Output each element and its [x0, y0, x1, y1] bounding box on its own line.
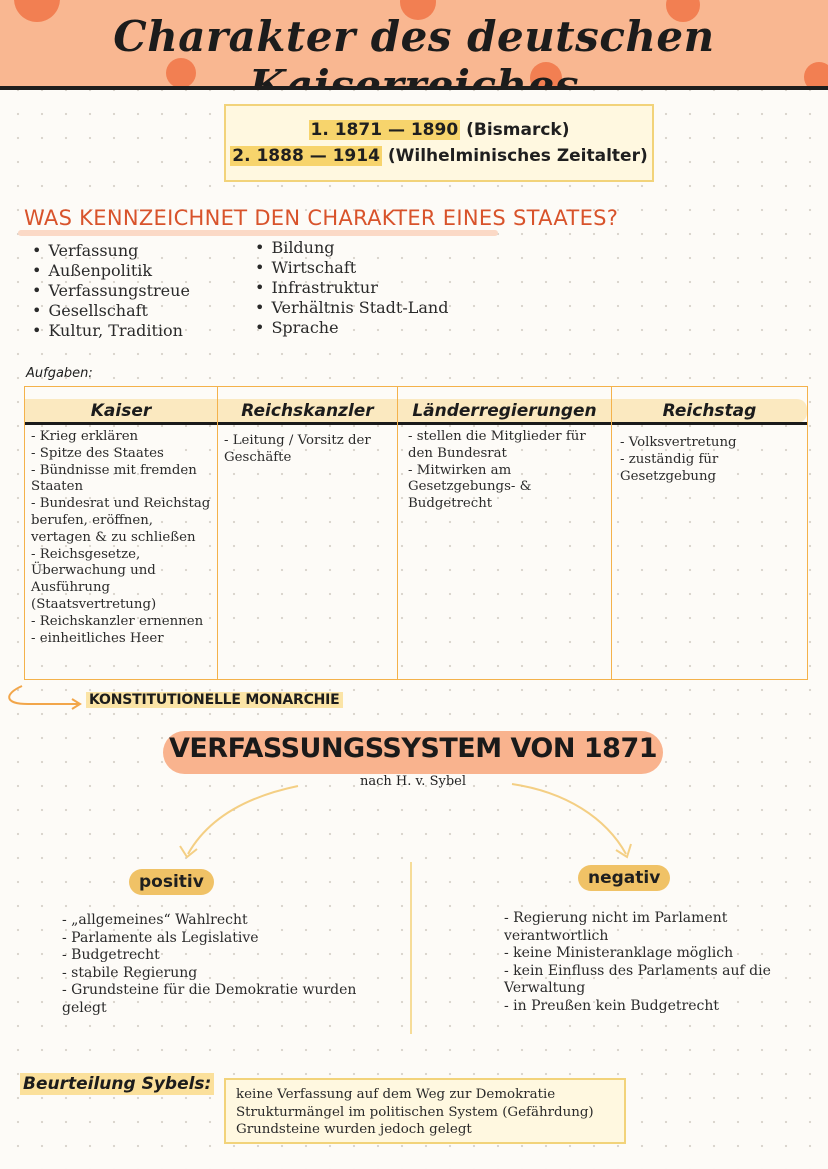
decor-dot [530, 62, 562, 86]
task-item: - Leitung / Vorsitz der Geschäfte [224, 433, 371, 465]
decor-dot [804, 62, 828, 86]
konstitutionelle-monarchie-label: Konstitutionelle Monarchie [86, 692, 343, 708]
header-rule [218, 422, 397, 425]
header-highlight [218, 399, 397, 423]
header-rule [398, 422, 611, 425]
period-2-years: 2. 1888 — 1914 [230, 146, 382, 166]
task-item: - zuständig für Gesetzgebung [620, 451, 719, 484]
column-laenderregierungen: Länderregierungen - stellen die Mitglied… [398, 387, 612, 679]
criterion-item: Verfassungstreue [32, 281, 189, 301]
positiv-item: - Budgetrecht [62, 947, 160, 964]
header-banner: Charakter des deutschen Kaiserreiches [0, 0, 828, 90]
task-item: - Bündnisse mit fremden Staaten [31, 462, 197, 495]
period-2-name: (Wilhelminisches Zeitalter) [387, 146, 648, 166]
task-item: - Bundesrat und Reichstag berufen, eröff… [31, 496, 211, 545]
positiv-item: - stabile Regierung [62, 964, 198, 981]
beurteilung-line: keine Verfassung auf dem Weg zur Demokra… [236, 1087, 556, 1102]
task-item: - Reichsgesetze, Überwachung und Ausführ… [31, 546, 157, 612]
negativ-label: negativ [578, 865, 671, 891]
system-subtitle: nach H. v. Sybel [360, 774, 466, 789]
period-1: 1. 1871 — 1890 (Bismarck) [226, 120, 652, 140]
header-highlight [612, 399, 807, 423]
task-item: - einheitliches Heer [31, 630, 164, 646]
criterion-item: Verhältnis Stadt-Land [255, 298, 448, 318]
column-reichstag: Reichstag - Volksvertretung - zuständig … [612, 387, 807, 679]
positiv-list: - „allgemeines“ Wahlrecht - Parlamente a… [62, 912, 392, 1018]
beurteilung-box: keine Verfassung auf dem Weg zur Demokra… [224, 1078, 626, 1144]
column-items: - Leitung / Vorsitz der Geschäfte [224, 433, 391, 467]
negativ-list: - Regierung nicht im Parlament verantwor… [504, 910, 794, 1016]
criteria-list-right: Bildung Wirtschaft Infrastruktur Verhält… [255, 238, 448, 338]
negativ-item: - in Preußen kein Budgetrecht [504, 997, 719, 1014]
positiv-label: positiv [129, 869, 214, 895]
divider-line [410, 862, 412, 1034]
task-item: - Mitwirken am Gesetzgebungs- & Budgetre… [408, 462, 532, 512]
curved-arrow-icon [8, 685, 82, 710]
positiv-item: - Grundsteine für die Demokratie wurden … [62, 982, 357, 1016]
column-items: - stellen die Mitglieder für den Bundesr… [408, 429, 605, 513]
decor-dot [666, 0, 700, 22]
beurteilung-line: Strukturmängel im politischen System (Ge… [236, 1104, 594, 1120]
tasks-table: Kaiser - Krieg erklären - Spitze des Sta… [24, 386, 808, 680]
header-rule [25, 422, 217, 425]
decor-dot [400, 0, 436, 20]
page-title: Charakter des deutschen Kaiserreiches [113, 12, 715, 90]
beurteilung-line: Grundsteine wurden jedoch gelegt [236, 1122, 472, 1137]
branch-arrows-icon [179, 783, 632, 859]
periods-box: 1. 1871 — 1890 (Bismarck) 2. 1888 — 1914… [224, 104, 654, 182]
column-header: Kaiser [90, 401, 152, 421]
negativ-item: - keine Ministeranklage möglich [504, 945, 734, 962]
criterion-item: Verfassung [32, 241, 190, 261]
task-item: - stellen die Mitglieder für den Bundesr… [408, 429, 586, 461]
column-items: - Krieg erklären - Spitze des Staates - … [31, 429, 211, 647]
task-item: - Reichskanzler ernennen [31, 613, 204, 629]
beurteilung-label: Beurteilung Sybels: [20, 1073, 215, 1095]
question-heading: Was kennzeichnet den Charakter eines Sta… [24, 206, 619, 230]
decor-dot [166, 58, 196, 86]
positiv-item: - „allgemeines“ Wahlrecht [62, 912, 248, 928]
header-highlight [25, 399, 217, 423]
aufgaben-label: Aufgaben: [26, 366, 93, 381]
column-header: Länderregierungen [412, 401, 597, 421]
column-header: Reichstag [662, 401, 757, 421]
criterion-item: Bildung [255, 238, 448, 258]
period-1-name: (Bismarck) [466, 120, 570, 140]
criterion-item: Wirtschaft [255, 258, 448, 278]
system-title-highlight [163, 731, 663, 774]
column-items: - Volksvertretung - zuständig für Gesetz… [620, 435, 801, 485]
header-highlight [398, 399, 611, 423]
negativ-item: - Regierung nicht im Parlament verantwor… [504, 910, 728, 944]
criterion-item: Sprache [255, 318, 448, 338]
criteria-list-left: Verfassung Außenpolitik Verfassungstreue… [32, 241, 190, 341]
criterion-item: Kultur, Tradition [32, 321, 190, 341]
decor-dot [14, 0, 60, 22]
question-underline [18, 230, 498, 236]
system-title: Verfassungssystem von 1871 [168, 733, 658, 764]
period-1-years: 1. 1871 — 1890 [308, 120, 461, 140]
task-item: - Krieg erklären [31, 429, 139, 444]
period-2: 2. 1888 — 1914 (Wilhelminisches Zeitalte… [226, 146, 652, 166]
task-item: - Volksvertretung [620, 435, 737, 450]
column-reichskanzler: Reichskanzler - Leitung / Vorsitz der Ge… [218, 387, 398, 679]
column-kaiser: Kaiser - Krieg erklären - Spitze des Sta… [25, 387, 218, 679]
header-rule [612, 422, 807, 425]
negativ-item: - kein Einfluss des Parlaments auf die V… [504, 962, 771, 997]
positiv-item: - Parlamente als Legislative [62, 929, 259, 946]
column-header: Reichskanzler [241, 401, 374, 421]
criterion-item: Außenpolitik [32, 261, 190, 281]
criterion-item: Gesellschaft [32, 301, 190, 321]
criterion-item: Infrastruktur [255, 278, 448, 298]
task-item: - Spitze des Staates [31, 445, 164, 461]
